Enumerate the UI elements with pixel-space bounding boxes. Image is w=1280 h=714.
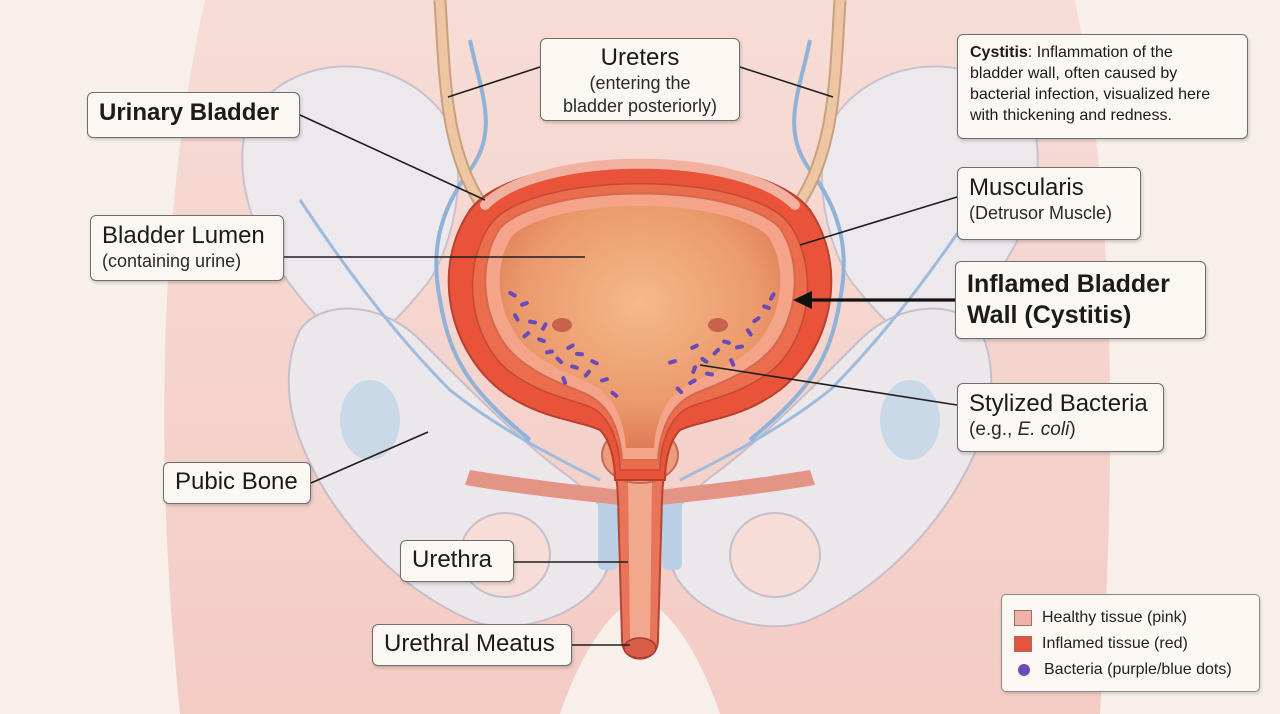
label-urethra: Urethra <box>400 540 514 582</box>
cystitis-note-line-3: bacterial infection, visualized here <box>970 86 1211 103</box>
right-obturator <box>729 512 821 598</box>
bacteria-sub: (e.g., E. coli) <box>969 418 1152 441</box>
right-ureteral-orifice <box>708 318 728 332</box>
ureters-title: Ureters <box>600 44 680 71</box>
right-ureter <box>794 0 845 208</box>
bacteria-sub-suffix: ) <box>1069 419 1076 440</box>
cystitis-note-line-4: with thickening and redness. <box>970 107 1172 124</box>
left-acetabulum <box>340 380 400 460</box>
bladder-lumen-title: Bladder Lumen <box>102 222 265 249</box>
right-pelvic-muscle <box>660 470 815 505</box>
left-vessel <box>434 39 532 442</box>
label-ureters: Ureters (entering the bladder posteriorl… <box>540 38 740 121</box>
pubic-bone-text: Pubic Bone <box>175 468 298 495</box>
label-muscularis: Muscularis (Detrusor Muscle) <box>957 167 1141 240</box>
label-urethral-meatus: Urethral Meatus <box>372 624 572 666</box>
ureters-sub-2: bladder posteriorly) <box>562 96 718 116</box>
left-pelvic-muscle <box>465 470 620 505</box>
cystitis-term: Cystitis <box>970 44 1028 61</box>
urinary-bladder-text: Urinary Bladder <box>99 99 280 126</box>
right-symphysis <box>662 500 682 570</box>
bacteria-group <box>508 290 776 398</box>
legend-item-bacteria: Bacteria (purple/blue dots) <box>1014 657 1247 683</box>
legend-item-healthy: Healthy tissue (pink) <box>1014 605 1247 631</box>
label-pubic-bone: Pubic Bone <box>163 462 311 504</box>
legend-label-healthy: Healthy tissue (pink) <box>1042 609 1187 626</box>
legend-swatch-inflamed <box>1014 636 1032 652</box>
left-symphysis <box>598 500 618 570</box>
cystitis-note-line-2: bladder wall, often caused by <box>970 65 1178 82</box>
cystitis-note-line-1: : Inflammation of the <box>1027 44 1173 61</box>
urethra-text: Urethra <box>412 546 493 573</box>
left-ureteral-orifice <box>552 318 572 332</box>
label-bladder-lumen: Bladder Lumen (containing urine) <box>90 215 284 281</box>
muscularis-sub: (Detrusor Muscle) <box>969 203 1113 223</box>
bladder-dome-highlight <box>480 158 800 210</box>
left-ureter <box>435 0 486 208</box>
urethra-lumen <box>628 480 652 649</box>
inflamed-wall-line-1: Inflamed Bladder <box>967 270 1170 298</box>
left-vessel-2 <box>298 199 601 482</box>
inflamed-wall-line-2: Wall (Cystitis) <box>967 301 1132 329</box>
legend-label-bacteria: Bacteria (purple/blue dots) <box>1044 661 1232 678</box>
legend: Healthy tissue (pink) Inflamed tissue (r… <box>1001 594 1260 692</box>
right-vessel <box>748 39 846 442</box>
bacteria-sub-italic: E. coli <box>1017 419 1070 440</box>
ureters-sub-1: (entering the <box>589 73 691 93</box>
urethral-meatus-text: Urethral Meatus <box>384 630 555 657</box>
muscularis-title: Muscularis <box>969 174 1084 201</box>
leader-lines <box>284 66 958 646</box>
right-vessel-2 <box>679 199 982 482</box>
label-stylized-bacteria: Stylized Bacteria (e.g., E. coli) <box>957 383 1164 452</box>
bacteria-title: Stylized Bacteria <box>969 390 1148 417</box>
legend-swatch-healthy <box>1014 610 1032 626</box>
label-inflamed-bladder-wall: Inflamed Bladder Wall (Cystitis) <box>955 261 1206 339</box>
label-urinary-bladder: Urinary Bladder <box>87 92 300 138</box>
bacteria-sub-prefix: (e.g., <box>969 419 1018 440</box>
legend-item-inflamed: Inflamed tissue (red) <box>1014 631 1247 657</box>
bladder-lumen-sub: (containing urine) <box>102 251 242 271</box>
bladder-lumen <box>499 206 781 448</box>
right-acetabulum <box>880 380 940 460</box>
urethral-meatus-opening <box>623 637 657 659</box>
legend-dot-bacteria <box>1018 664 1030 676</box>
inflamed-wall-arrow <box>793 291 955 309</box>
cystitis-note: Cystitis: Inflammation of the bladder wa… <box>957 34 1248 139</box>
legend-label-inflamed: Inflamed tissue (red) <box>1042 635 1188 652</box>
